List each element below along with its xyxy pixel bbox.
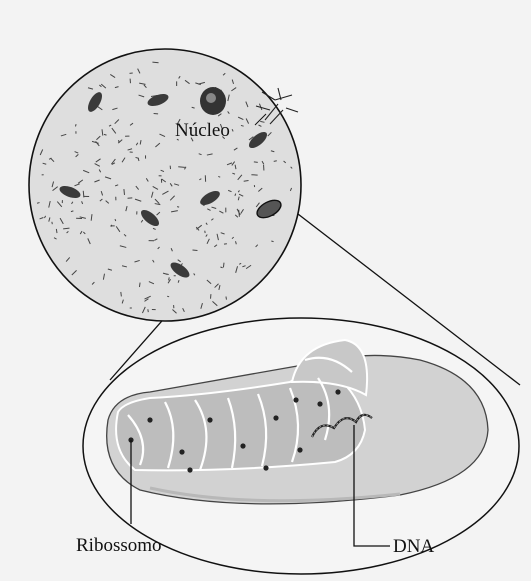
ribosome-label: Ribossomo [76, 536, 162, 555]
matrix-granule [317, 401, 322, 406]
nucleolus [206, 93, 216, 103]
dna-label: DNA [393, 537, 434, 556]
cytoplasm-speck [83, 191, 84, 198]
cytoplasm-speck [169, 277, 170, 280]
matrix-granule [187, 467, 192, 472]
cell-membrane [29, 49, 301, 321]
cytoplasm-speck [124, 189, 125, 195]
matrix-granule [147, 417, 152, 422]
matrix-granule [293, 397, 298, 402]
cytoplasm-speck [226, 297, 227, 300]
cytoplasm-speck [177, 207, 179, 208]
cell [29, 49, 301, 321]
matrix-granule [207, 417, 212, 422]
cytoplasm-speck [274, 161, 277, 162]
cytoplasm-speck [37, 203, 39, 204]
cytoplasm-speck [271, 241, 273, 242]
matrix-granule [297, 447, 302, 452]
cytoplasm-speck [139, 283, 140, 287]
cytoplasm-speck [167, 296, 169, 297]
cytoplasm-speck [223, 263, 224, 268]
cytoplasm-speck [75, 124, 76, 126]
matrix-granule [335, 389, 340, 394]
cytoplasm-speck [220, 267, 222, 268]
cytoplasm-speck [56, 229, 57, 233]
cytoplasm-speck [115, 219, 116, 221]
cytoplasm-speck [166, 274, 169, 275]
cytoplasm-speck [111, 225, 112, 227]
cytoplasm-speck [104, 134, 107, 135]
matrix-granule [179, 449, 184, 454]
nucleus-label: Núcleo [175, 121, 230, 140]
matrix-granule [273, 415, 278, 420]
cytoplasm-speck [178, 167, 185, 168]
cytoplasm-speck [148, 309, 149, 312]
cytoplasm-speck [152, 62, 158, 63]
matrix-granule [240, 443, 245, 448]
matrix-granule [263, 465, 268, 470]
cytoplasm-speck [121, 292, 122, 297]
